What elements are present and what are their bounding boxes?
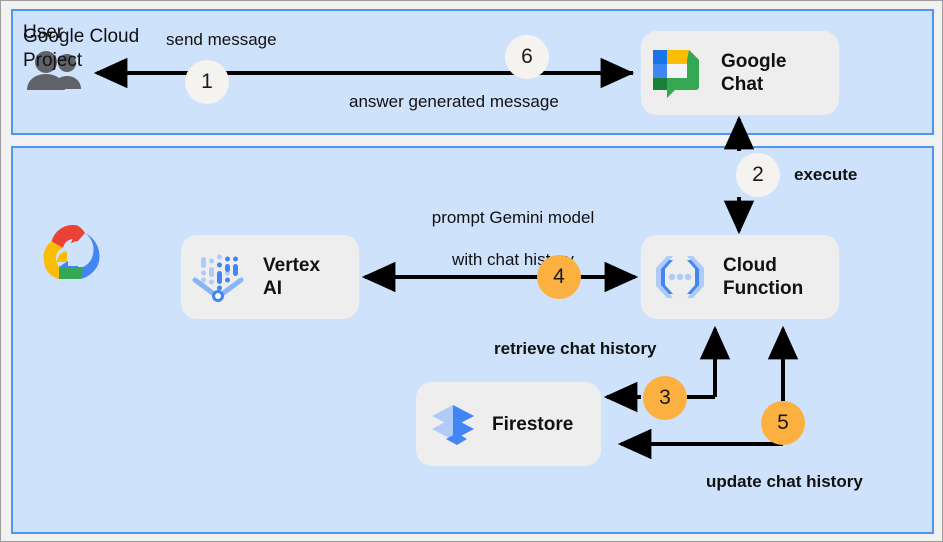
google-cloud-logo bbox=[37, 221, 103, 281]
service-box-cloud-function[interactable]: Cloud Function bbox=[641, 235, 839, 319]
cloud-function-icon bbox=[651, 248, 709, 306]
step-badge-1: 1 bbox=[185, 60, 229, 104]
edge-label-execute: execute bbox=[794, 165, 858, 184]
firestore-icon bbox=[426, 397, 480, 451]
users-icon bbox=[25, 51, 81, 91]
step-badge-5: 5 bbox=[761, 401, 805, 445]
edge-label-prompt-gemini: prompt Gemini model with chat history bbox=[413, 186, 613, 270]
step-badge-4: 4 bbox=[537, 255, 581, 299]
service-label-cloud-function: Cloud Function bbox=[723, 255, 804, 299]
vertex-ai-icon bbox=[189, 248, 247, 306]
service-label-vertex-ai: Vertex AI bbox=[263, 255, 321, 299]
service-label-google-chat: Google Chat bbox=[721, 51, 787, 95]
service-label-firestore: Firestore bbox=[492, 413, 574, 435]
service-box-firestore[interactable]: Firestore bbox=[416, 382, 601, 466]
edge-label-update-chat-history: update chat history bbox=[706, 472, 863, 491]
panel-gcp-title: Google Cloud Project bbox=[23, 26, 140, 71]
edge-label-answer-generated-message: answer generated message bbox=[349, 92, 559, 111]
service-box-vertex-ai[interactable]: Vertex AI bbox=[181, 235, 359, 319]
step-badge-6: 6 bbox=[505, 35, 549, 79]
panel-user-title: User bbox=[23, 22, 64, 43]
step-badge-3: 3 bbox=[643, 376, 687, 420]
step-badge-2: 2 bbox=[736, 153, 780, 197]
edge-label-retrieve-chat-history: retrieve chat history bbox=[494, 339, 657, 358]
service-box-google-chat[interactable]: Google Chat bbox=[641, 31, 839, 115]
edge-label-send-message: send message bbox=[166, 30, 277, 49]
google-chat-icon bbox=[649, 46, 703, 100]
edge-label-prompt-gemini-line1: prompt Gemini model bbox=[431, 208, 595, 227]
